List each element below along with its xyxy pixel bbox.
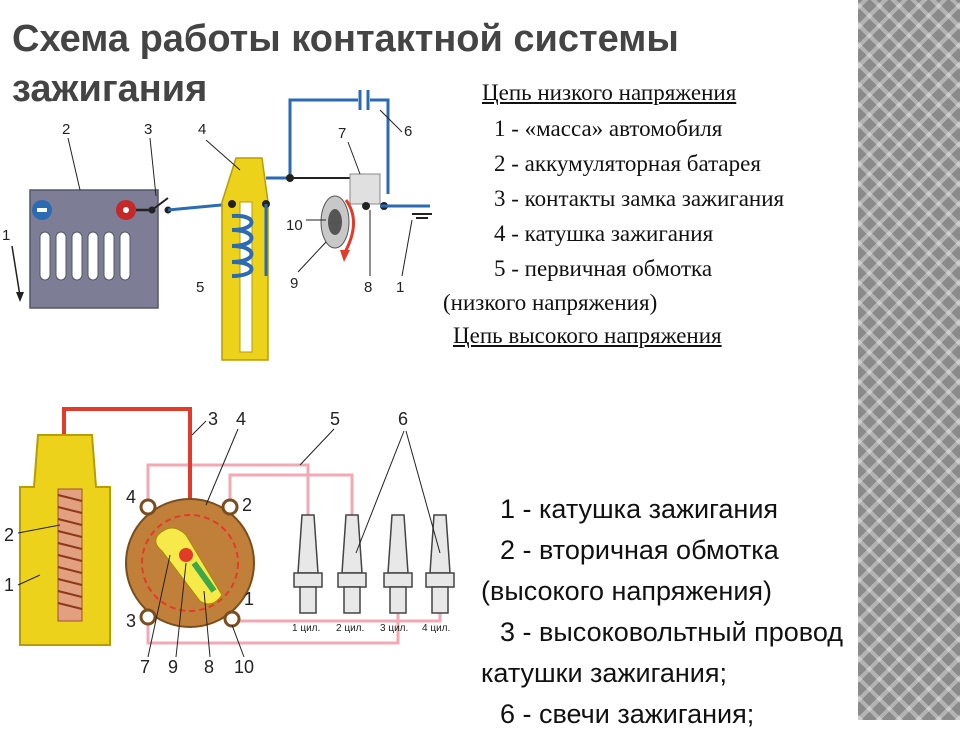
low-voltage-heading: Цепь низкого напряжения <box>482 80 737 105</box>
diagram-label: 5 <box>196 279 204 296</box>
low-voltage-circuit-diagram: 2 3 4 1 5 6 7 8 9 10 1 <box>2 90 432 361</box>
high-voltage-item: катушки зажигания; <box>481 658 727 688</box>
low-voltage-item: (низкого напряжения) <box>443 290 658 315</box>
minus-icon <box>37 208 47 212</box>
spark-plugs <box>293 514 455 614</box>
diagram-label: 2 <box>242 495 252 515</box>
high-voltage-item: 2 - вторичная обмотка <box>500 535 779 565</box>
diagram-label: 4 <box>198 121 206 138</box>
diagram-label: 7 <box>338 125 346 142</box>
diagram-label: 8 <box>364 279 372 296</box>
high-voltage-item: 3 - высоковольтный провод <box>500 617 844 647</box>
diagram-label: 7 <box>140 657 150 677</box>
page-title: Схема работы контактной системы зажигани… <box>12 18 679 110</box>
plug-label: 1 цил. <box>292 623 320 634</box>
decorative-side-stripe <box>858 0 960 720</box>
plus-icon <box>123 207 129 213</box>
high-voltage-circuit-diagram: 1 цил. 2 цил. 3 цил. 4 цил. 2 1 3 4 5 6 … <box>4 407 455 677</box>
diagram-label: 1 <box>396 279 404 296</box>
diagram-label: 10 <box>286 217 303 234</box>
diagram-label: 6 <box>398 409 408 429</box>
diagram-label: 1 <box>2 227 10 244</box>
battery-cells <box>39 231 131 281</box>
plug-label: 3 цил. <box>380 623 408 634</box>
diagram-label: 8 <box>204 657 214 677</box>
diagram-label: 4 <box>126 487 136 507</box>
high-voltage-item: (высокого напряжения) <box>481 576 773 606</box>
ground-arrow-icon <box>16 292 24 302</box>
diagram-label: 4 <box>236 409 246 429</box>
diagram-label: 1 <box>244 589 254 609</box>
low-voltage-item: 4 - катушка зажигания <box>494 221 714 246</box>
low-voltage-item: 1 - «масса» автомобиля <box>494 116 723 141</box>
diagram-label: 2 <box>4 525 14 545</box>
diagram-label: 3 <box>208 409 218 429</box>
diagram-label: 10 <box>234 657 254 677</box>
high-voltage-item: 1 - катушка зажигания <box>500 494 779 524</box>
plug-label: 4 цил. <box>422 623 450 634</box>
plug-label: 2 цил. <box>336 623 364 634</box>
diagram-label: 9 <box>168 657 178 677</box>
diagram-label: 2 <box>62 121 70 138</box>
diagram-label: 1 <box>4 575 14 595</box>
low-voltage-item: 3 - контакты замка зажигания <box>494 186 785 211</box>
diagram-label: 5 <box>330 409 340 429</box>
rotation-arrow-icon <box>340 250 350 262</box>
low-voltage-item: 5 - первичная обмотка <box>494 256 713 281</box>
high-voltage-item: 6 - свечи зажигания; <box>500 699 755 729</box>
low-voltage-item: 2 - аккумуляторная батарея <box>494 151 761 176</box>
diagram-label: 9 <box>290 275 298 292</box>
diagram-label: 3 <box>144 121 152 138</box>
high-voltage-heading: Цепь высокого напряжения <box>453 323 722 348</box>
diagram-label: 3 <box>126 611 136 631</box>
diagram-label: 6 <box>404 123 412 140</box>
